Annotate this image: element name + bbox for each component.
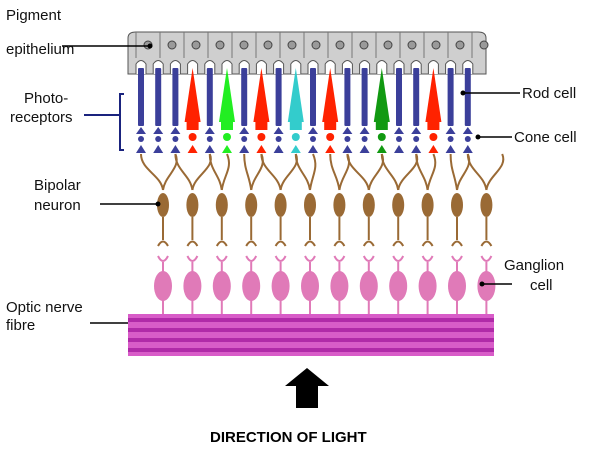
cone-cell-label: Cone cell [514, 129, 577, 146]
bipolar-label-line1: Bipolar [34, 177, 81, 194]
ganglion-cell [212, 271, 231, 301]
light-direction-arrow [285, 368, 329, 408]
optic-label-line2: fibre [6, 317, 35, 334]
epithelium-nucleus [311, 40, 321, 50]
epithelium-nucleus [479, 40, 489, 50]
photoreceptors-label-line2: receptors [10, 109, 73, 126]
rod-cell [155, 68, 162, 126]
epithelium-nucleus [287, 40, 297, 50]
cone-cell [425, 68, 442, 122]
ganglion-cell [389, 271, 408, 301]
ganglion-cell [359, 271, 378, 301]
ganglion-cell [301, 271, 319, 301]
ganglion-cell [418, 271, 437, 301]
bipolar-neuron [304, 193, 316, 217]
pigment-label-line1: Pigment [6, 7, 62, 24]
rod-cell-label: Rod cell [522, 85, 576, 102]
epithelium-nucleus [455, 40, 465, 50]
pigment-label-line2: epithelium [6, 41, 74, 58]
bipolar-neuron [362, 193, 375, 217]
rod-cell [464, 68, 471, 126]
ganglion-cell [183, 271, 202, 301]
bipolar-label-line2: neuron [34, 197, 81, 214]
ganglion-cell [330, 271, 349, 301]
rod-cell [275, 68, 282, 126]
bipolar-neuron [186, 193, 199, 217]
rod-cell [241, 68, 248, 126]
light-direction-label: DIRECTION OF LIGHT [210, 429, 367, 446]
photoreceptor-bracket [84, 93, 124, 151]
rod-cell [413, 68, 420, 126]
epithelium-nucleus [239, 40, 249, 50]
epithelium-nucleus [407, 40, 417, 50]
epithelium-nucleus [191, 40, 201, 50]
epithelium-nucleus [383, 40, 393, 50]
epithelium-nucleus [263, 40, 273, 50]
rod-cell [172, 68, 179, 126]
ganglion-label-line2: cell [530, 277, 553, 294]
bipolar-neuron [215, 193, 228, 217]
epithelium-nucleus [215, 40, 225, 50]
cone-cell [322, 68, 339, 122]
cone-cell [184, 68, 201, 122]
rod-cell [396, 68, 402, 126]
bipolar-neuron [451, 193, 463, 217]
epithelium-nucleus [167, 40, 177, 50]
cone-cell [253, 68, 270, 122]
photoreceptor-layer [135, 60, 474, 153]
ganglion-layer [154, 255, 496, 318]
bipolar-neuron [245, 193, 258, 217]
rod-cell [447, 68, 454, 126]
ganglion-cell [242, 271, 261, 301]
ganglion-cell [477, 271, 496, 301]
cone-cell [219, 68, 235, 122]
rod-cell [206, 68, 213, 126]
epithelium-nucleus [335, 40, 345, 50]
bipolar-neuron [421, 193, 434, 217]
photoreceptors-label-line1: Photo- [24, 90, 68, 107]
ganglion-cell [448, 271, 466, 301]
optic-label-line1: Optic nerve [6, 299, 83, 316]
ganglion-cell [154, 271, 172, 301]
bipolar-neuron [392, 193, 405, 217]
optic-nerve-fibre-band [128, 314, 494, 356]
pointer-lines [62, 45, 520, 324]
cone-cell [287, 68, 304, 122]
bipolar-layer [140, 153, 505, 247]
ganglion-cell [271, 271, 290, 301]
rod-cell [361, 68, 368, 126]
ganglion-label-line1: Ganglion [504, 257, 564, 274]
rod-cell [344, 68, 351, 126]
epithelium-nucleus [359, 40, 369, 50]
epithelium-nucleus [431, 40, 441, 50]
bipolar-neuron [274, 193, 287, 217]
cone-cell [373, 68, 390, 122]
pointer-dots [147, 43, 485, 287]
rod-cell [138, 68, 144, 126]
rod-cell [310, 68, 316, 126]
bipolar-neuron [333, 193, 346, 217]
bipolar-neuron [157, 193, 169, 217]
bipolar-neuron [480, 193, 493, 217]
